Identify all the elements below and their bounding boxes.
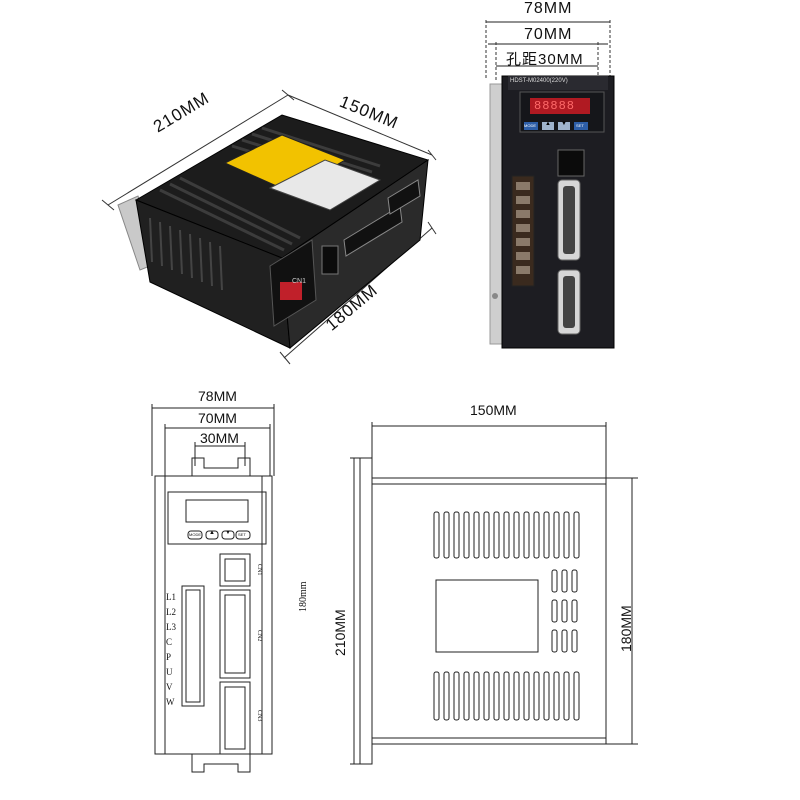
side-body xyxy=(371,477,607,745)
front-photo-dim-hole: 孔距30MM xyxy=(506,51,584,68)
front-photo: 78MM 70MM 孔距30MM HDST-M02400(220V) 88888… xyxy=(460,0,800,380)
iso-front-tag: CN1 xyxy=(292,278,307,285)
front-photo-model: HDST-M02400(220V) xyxy=(510,78,568,84)
drawing-dim-width: 70MM xyxy=(198,410,237,426)
terminal-l1: L1 xyxy=(166,592,176,602)
side-drawing-svg xyxy=(350,422,638,765)
spec-sticker xyxy=(268,159,382,211)
drawing-dim-total: 78MM xyxy=(198,388,237,404)
warning-sticker xyxy=(223,134,347,193)
side-vents xyxy=(433,511,580,721)
connector-cn3-label: CN3 xyxy=(256,710,262,722)
connector-cn1-label: CN1 xyxy=(256,564,262,576)
side-drawing: 150MM 210MM 180MM xyxy=(330,380,800,800)
front-photo-svg xyxy=(485,20,615,349)
terminal-w: W xyxy=(166,697,175,707)
terminal-p: P xyxy=(166,652,172,662)
iso-photo: 210MM 150MM 180MM CN1 xyxy=(0,0,460,380)
iso-photo-svg xyxy=(101,89,437,365)
front-photo-btn-set: SET xyxy=(576,123,584,128)
terminal-u: U xyxy=(166,667,173,677)
drawing-btn-down: ▼ xyxy=(225,530,231,536)
front-photo-btn-down: ▼ xyxy=(561,121,567,127)
iso-display xyxy=(280,282,302,300)
terminal-v: V xyxy=(166,682,173,692)
front-photo-btn-mode: MODE xyxy=(524,123,536,128)
front-photo-btn-up: ▲ xyxy=(545,121,551,127)
front-photo-dim-width: 70MM xyxy=(524,26,573,43)
side-dim-top: 150MM xyxy=(470,402,517,418)
drawing-body xyxy=(154,475,273,755)
front-photo-display xyxy=(530,98,590,114)
terminal-c: C xyxy=(166,637,173,647)
side-dim-left: 210MM xyxy=(332,609,348,656)
drawing-dim-height: 180mm xyxy=(298,581,309,612)
drawing-dim-hole: 30MM xyxy=(200,430,239,446)
front-photo-dim-total: 78MM xyxy=(524,0,573,17)
front-photo-display-value: 88888 xyxy=(534,99,576,113)
drawing-btn-up: ▲ xyxy=(209,530,215,536)
side-dim-right: 180MM xyxy=(618,605,634,652)
terminal-l3: L3 xyxy=(166,622,176,632)
connector-cn2-label: CN2 xyxy=(256,630,262,642)
terminal-labels: L1 L2 L3 C P U V W xyxy=(166,590,180,710)
drawing-btn-mode: MODE xyxy=(189,532,201,537)
front-drawing: 78MM 70MM 30MM 180mm MODE ▲ ▼ SET L1 L2 … xyxy=(0,380,340,800)
drawing-display xyxy=(185,499,249,523)
drawing-btn-set: SET xyxy=(238,532,246,537)
front-drawing-svg xyxy=(151,404,275,773)
terminal-l2: L2 xyxy=(166,607,176,617)
side-window xyxy=(435,579,539,653)
